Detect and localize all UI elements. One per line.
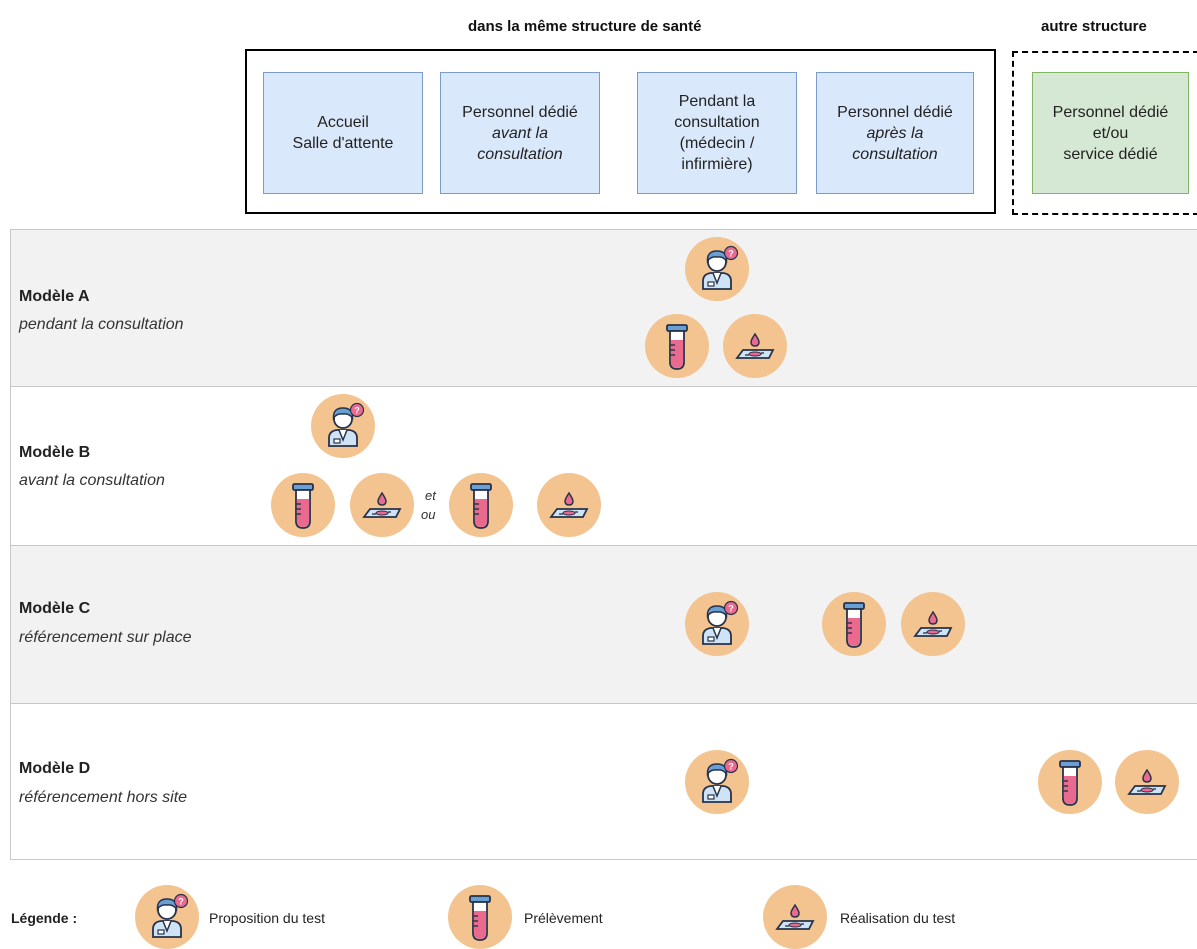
model-c-subtitle: référencement sur place (19, 629, 192, 646)
test-slide-icon (763, 885, 827, 949)
model-b-ou-label: ou (421, 507, 436, 522)
band-model-a (10, 229, 1197, 387)
model-a-subtitle: pendant la consultation (19, 316, 184, 333)
proposal-icon (685, 750, 749, 814)
step-other-line3: service dédié (1063, 145, 1158, 163)
model-b-title: Modèle B (19, 444, 91, 461)
sampling-tube-icon (822, 592, 886, 656)
model-b-et-label: et (425, 488, 436, 503)
sampling-tube-icon (271, 473, 335, 537)
step-after-line3: consultation (852, 145, 938, 163)
other-structure-frame (1012, 51, 1197, 215)
step-after-line2: après la (866, 124, 924, 142)
step-before-line1: Personnel dédié (462, 103, 578, 121)
test-slide-icon (1115, 750, 1179, 814)
band-model-d (10, 703, 1197, 860)
model-a-title: Modèle A (19, 288, 90, 305)
step-after-consultation: Personnel dédié après la consultation (816, 72, 974, 194)
step-other-structure: Personnel dédié et/ou service dédié (1032, 72, 1189, 194)
proposal-icon (135, 885, 199, 949)
step-during-line4: infirmière) (681, 156, 753, 173)
test-slide-icon (537, 473, 601, 537)
step-after-line1: Personnel dédié (837, 103, 953, 121)
legend-testing-label: Réalisation du test (840, 910, 956, 926)
step-reception-line2: Salle d'attente (292, 135, 394, 152)
proposal-icon (311, 394, 375, 458)
sampling-tube-icon (645, 314, 709, 378)
step-reception-line1: Accueil (317, 114, 369, 131)
proposal-icon (685, 237, 749, 301)
band-model-c (10, 545, 1197, 704)
test-slide-icon (350, 473, 414, 537)
header-other-structure: autre structure (1041, 18, 1147, 35)
legend-title: Légende : (11, 910, 78, 926)
sampling-tube-icon (448, 885, 512, 949)
proposal-icon (685, 592, 749, 656)
step-before-consultation: Personnel dédié avant la consultation (440, 72, 600, 194)
test-slide-icon (723, 314, 787, 378)
model-c-title: Modèle C (19, 600, 91, 617)
legend-proposal-label: Proposition du test (209, 910, 325, 926)
step-before-line3: consultation (477, 145, 563, 163)
step-during-line2: consultation (674, 114, 760, 131)
test-slide-icon (901, 592, 965, 656)
model-d-title: Modèle D (19, 760, 91, 777)
sampling-tube-icon (449, 473, 513, 537)
step-other-line2: et/ou (1092, 124, 1129, 142)
step-during-line3: (médecin / (679, 135, 755, 152)
legend-sampling-label: Prélèvement (524, 910, 603, 926)
step-other-line1: Personnel dédié (1052, 103, 1169, 121)
band-model-b (10, 386, 1197, 546)
sampling-tube-icon (1038, 750, 1102, 814)
model-b-subtitle: avant la consultation (19, 472, 165, 489)
same-structure-frame (245, 49, 996, 214)
step-during-consultation: Pendant la consultation (médecin / infirmiè… (637, 72, 797, 194)
header-same-structure: dans la même structure de santé (468, 18, 702, 35)
step-during-line1: Pendant la (678, 93, 756, 110)
step-before-line2: avant la (491, 124, 549, 142)
model-d-subtitle: référencement hors site (19, 789, 188, 806)
